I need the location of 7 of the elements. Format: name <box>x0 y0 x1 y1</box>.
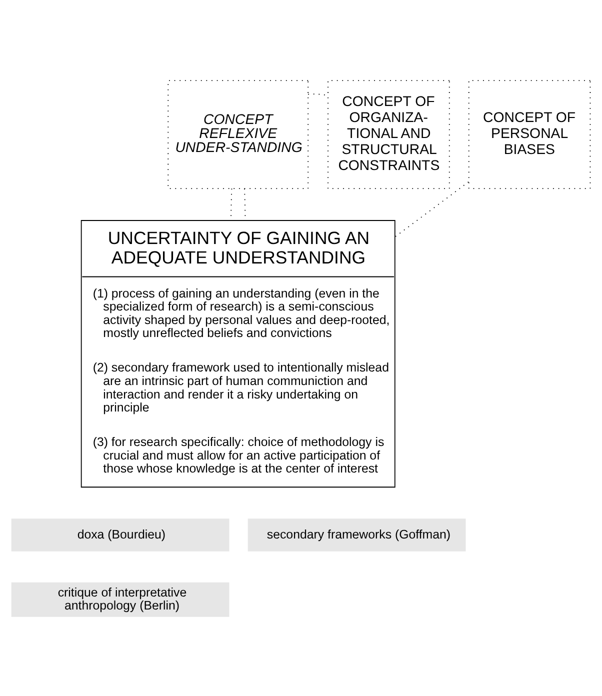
node-box: doxa (Bourdieu) <box>11 518 230 551</box>
node-box: critique of interpretative anthropology (Berlin) <box>11 582 230 616</box>
node-box: CONCEPT OF PERSONAL BIASES <box>468 80 591 189</box>
connector <box>394 180 469 237</box>
node-box: secondary frameworks (Goffman) <box>248 518 466 551</box>
node-box: CONCEPT OF ORGANIZA-TIONAL AND STRUCTURAL CONSTRAINTS <box>328 80 450 189</box>
node-box: CONCEPT REFLEXIVE UNDER-STANDING <box>168 80 309 189</box>
